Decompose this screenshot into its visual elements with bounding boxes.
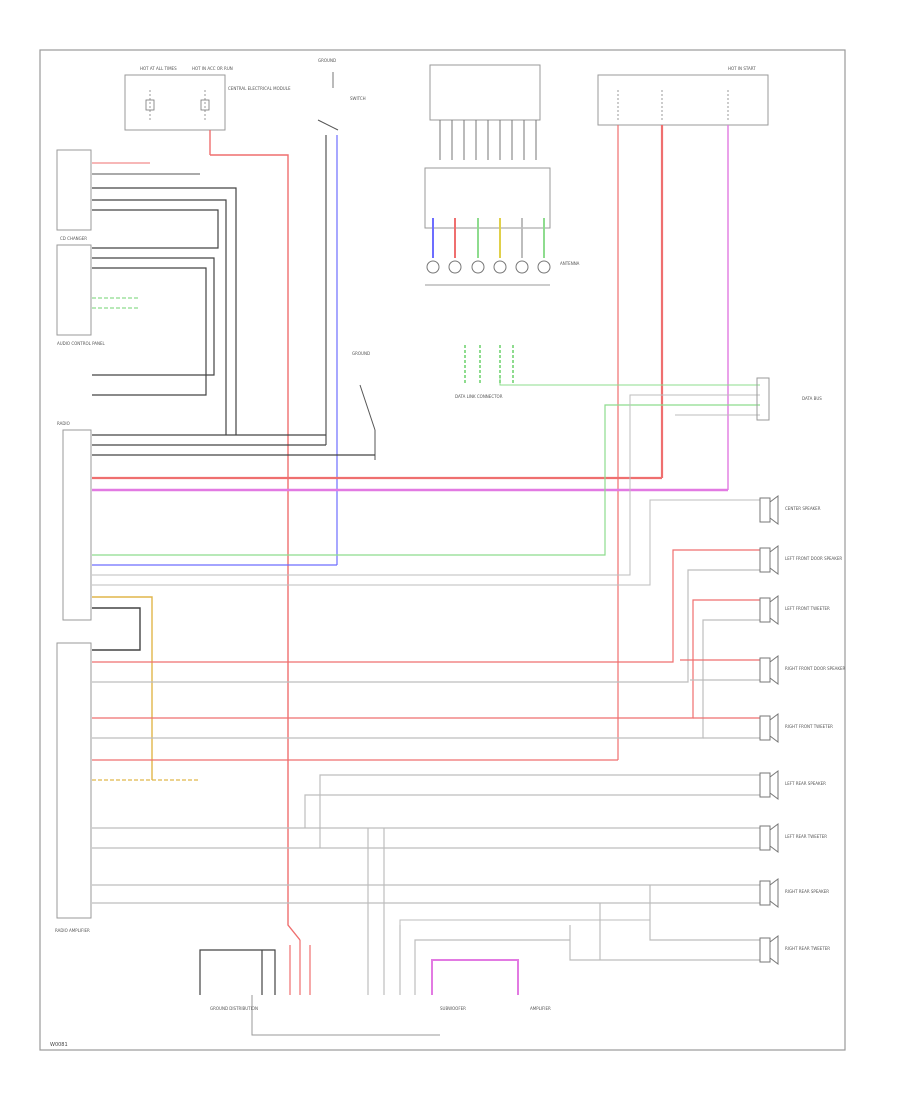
switch-label-top: SWITCH	[350, 96, 366, 101]
data-link-label: DATA LINK CONNECTOR	[455, 394, 503, 399]
fuse-note-left: CENTRAL ELECTRICAL MODULE	[228, 86, 291, 91]
ground-switch-mid: GROUND	[352, 351, 376, 460]
audio-control-box: AUDIO CONTROL PANEL	[56, 244, 106, 346]
speaker-label: LEFT FRONT TWEETER	[785, 606, 830, 611]
audio-control-label: AUDIO CONTROL PANEL	[57, 341, 106, 346]
ground-label-top: GROUND	[318, 58, 336, 63]
speaker-9: RIGHT REAR TWEETER	[759, 935, 830, 965]
speaker-6: LEFT REAR SPEAKER	[759, 770, 826, 800]
black-wire-amp	[92, 607, 141, 651]
yellow-wire	[92, 596, 153, 780]
speaker-1: CENTER SPEAKER	[759, 495, 821, 525]
data-link-pins: DATA LINK CONNECTOR	[455, 345, 514, 399]
bottom-note-label: AMPLIFIER	[530, 1006, 551, 1011]
ground-label-bottom: GROUND DISTRIBUTION	[210, 1006, 258, 1011]
fuse-label-right: HOT IN START	[728, 66, 756, 71]
fuse-label-mid: HOT IN ACC OR RUN	[192, 66, 233, 71]
fuse-label-left: HOT AT ALL TIMES	[140, 66, 177, 71]
ground-label-mid: GROUND	[352, 351, 370, 356]
radio-box: RADIO	[57, 421, 92, 621]
antenna-label: ANTENNA	[560, 261, 580, 266]
data-bus-label: DATA BUS	[802, 396, 822, 401]
speaker-2: LEFT FRONT DOOR SPEAKER	[759, 545, 842, 575]
fuse-block-right: HOT IN START	[597, 66, 769, 126]
diagram-frame	[39, 49, 846, 1051]
ground-symbol-top: GROUND SWITCH	[317, 58, 366, 131]
green-bus	[92, 404, 760, 556]
speaker-7: LEFT REAR TWEETER	[759, 823, 827, 853]
speaker-3: LEFT FRONT TWEETER	[759, 595, 830, 625]
subwoofer-label: SUBWOOFER	[440, 1006, 466, 1011]
speaker-4: RIGHT FRONT DOOR SPEAKER	[759, 655, 846, 685]
speaker-label: RIGHT FRONT TWEETER	[785, 724, 833, 729]
black-bus-group	[92, 187, 375, 456]
speaker-label: RIGHT REAR SPEAKER	[785, 889, 829, 894]
connector-module-top: ANTENNA	[424, 64, 580, 286]
gray-bus-2	[92, 499, 760, 586]
red-wire-down-main	[210, 154, 301, 941]
speaker-label: LEFT FRONT DOOR SPEAKER	[785, 556, 842, 561]
speaker-8: RIGHT REAR SPEAKER	[759, 878, 829, 908]
speaker-feed-wires	[92, 549, 760, 961]
speaker-5: RIGHT FRONT TWEETER	[759, 713, 833, 743]
cd-changer-box: CD CHANGER	[56, 149, 92, 241]
bottom-connector-group: GROUND DISTRIBUTION	[199, 940, 440, 1036]
cd-changer-label: CD CHANGER	[60, 236, 87, 241]
radio-label: RADIO	[57, 421, 70, 426]
speaker-label: CENTER SPEAKER	[785, 506, 821, 511]
radio-amp-label: RADIO AMPLIFIER	[55, 928, 90, 933]
speaker-label: LEFT REAR TWEETER	[785, 834, 827, 839]
speaker-label: LEFT REAR SPEAKER	[785, 781, 826, 786]
footer-id: W0081	[50, 1042, 68, 1048]
data-bus-connector: DATA BUS	[756, 377, 822, 421]
fuse-block-left: HOT AT ALL TIMES HOT IN ACC OR RUN CENTR…	[124, 66, 291, 131]
subwoofer-group: SUBWOOFER AMPLIFIER	[367, 828, 650, 1011]
speaker-label: RIGHT REAR TWEETER	[785, 946, 830, 951]
radio-amplifier-box: RADIO AMPLIFIER	[55, 642, 92, 933]
speaker-label: RIGHT FRONT DOOR SPEAKER	[785, 666, 846, 671]
speaker-group: CENTER SPEAKER LEFT FRONT DOOR SPEAKER LEF…	[759, 495, 846, 965]
gray-bus-1	[92, 394, 760, 576]
green-bus-2	[499, 375, 760, 386]
